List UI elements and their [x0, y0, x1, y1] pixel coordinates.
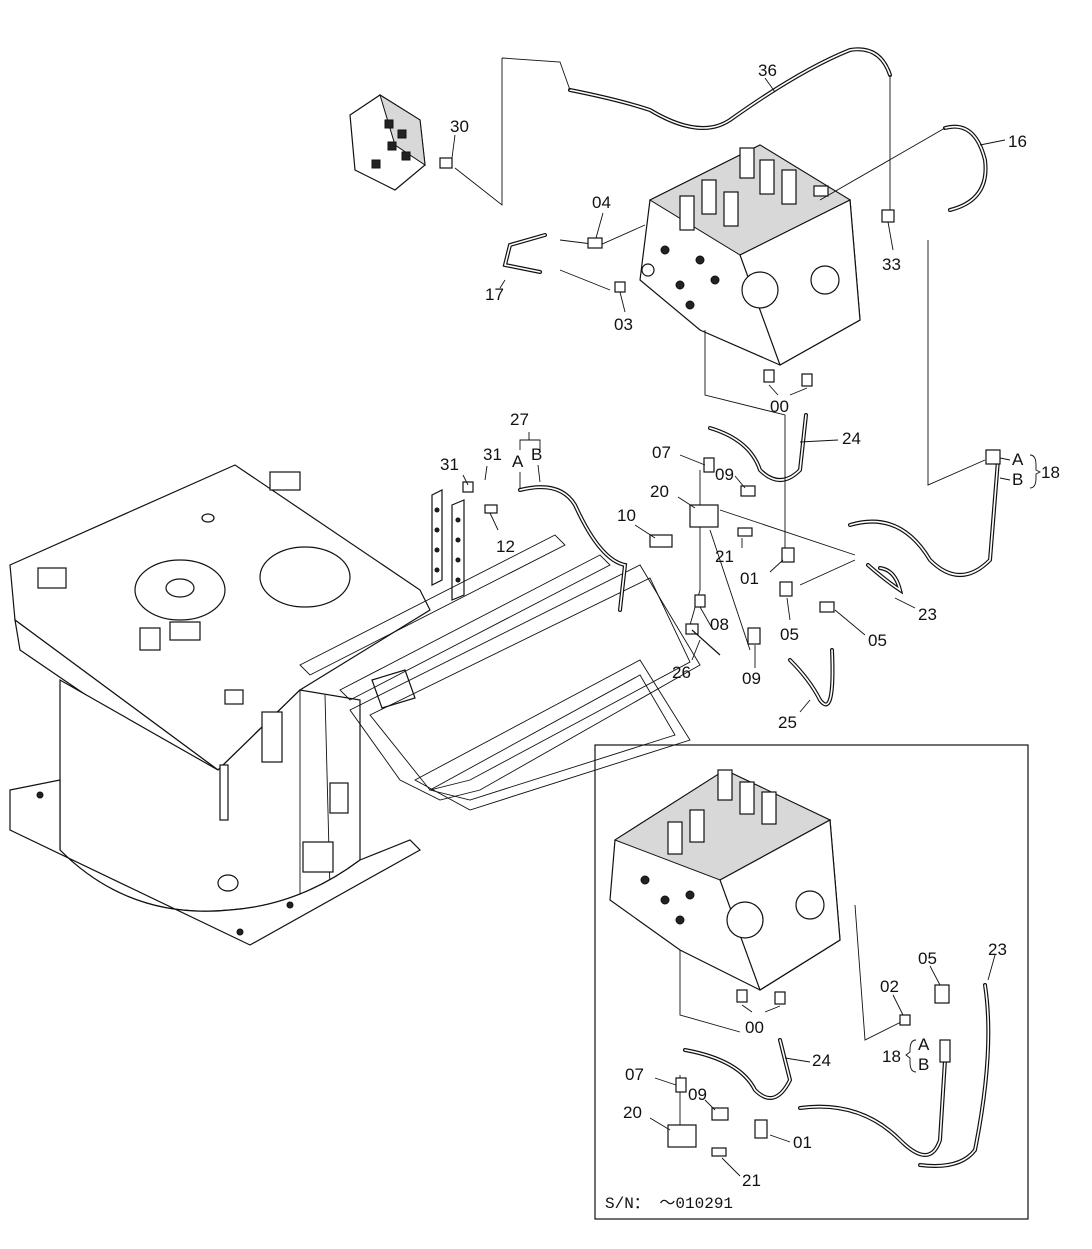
label-27: 27 [510, 410, 529, 429]
label-18: 18 [1041, 463, 1060, 482]
mounting-bracket-31 [431, 489, 465, 601]
hose-25 [788, 648, 835, 707]
hose-17 [502, 233, 547, 274]
hose-23-inset [918, 983, 991, 1168]
hose-18 [848, 458, 1000, 577]
hose-23 [866, 563, 904, 595]
serial-inset-box [594, 744, 1029, 1220]
hose-24 [708, 413, 808, 482]
inset-label-01: 01 [793, 1133, 812, 1152]
inset-label-24: 24 [812, 1051, 831, 1070]
control-valve-inset [609, 769, 841, 1005]
label-21: 21 [715, 547, 734, 566]
inset-label-23: 23 [988, 940, 1007, 959]
hose-18-inset [798, 1058, 947, 1157]
hose-24-inset [683, 1038, 793, 1100]
label-16: 16 [1008, 132, 1027, 151]
inset-label-18-A: A [918, 1035, 930, 1054]
label-26: 26 [672, 663, 691, 682]
label-18-A: A [1012, 450, 1024, 469]
label-10: 10 [617, 506, 636, 525]
label-24: 24 [842, 429, 861, 448]
label-05b: 05 [868, 631, 887, 650]
inset-label-09: 09 [688, 1085, 707, 1104]
label-04: 04 [592, 193, 611, 212]
label-01: 01 [740, 569, 759, 588]
label-27-B: B [531, 445, 542, 464]
label-00: 00 [770, 397, 789, 416]
inset-label-02: 02 [880, 977, 899, 996]
label-07: 07 [652, 443, 671, 462]
inset-label-05: 05 [918, 949, 937, 968]
fittings-main [462, 185, 1001, 656]
pilot-valve-30 [349, 93, 453, 191]
label-17: 17 [485, 285, 504, 304]
label-08: 08 [710, 615, 729, 634]
inset-label-20: 20 [623, 1103, 642, 1122]
label-09a: 09 [715, 465, 734, 484]
hydraulic-tank [9, 464, 431, 946]
label-09b: 09 [742, 669, 761, 688]
label-31a: 31 [440, 455, 459, 474]
inset-label-07: 07 [625, 1065, 644, 1084]
label-03: 03 [614, 315, 633, 334]
inset-label-21: 21 [742, 1171, 761, 1190]
label-27-A: A [512, 452, 524, 471]
inset-label-18-B: B [918, 1055, 929, 1074]
label-31b: 31 [483, 445, 502, 464]
label-33: 33 [882, 255, 901, 274]
label-05a: 05 [780, 625, 799, 644]
callouts-main: 36 30 16 04 33 17 03 00 27 A B 24 07 31 … [440, 61, 1060, 732]
control-valve-main [639, 144, 861, 387]
inset-label-18: 18 [882, 1047, 901, 1066]
label-36: 36 [758, 61, 777, 80]
label-18-B: B [1012, 470, 1023, 489]
callouts-inset: 23 05 02 00 A B 18 24 07 09 20 01 21 S/N… [605, 940, 1007, 1213]
hose-36 [568, 47, 892, 130]
label-20: 20 [650, 482, 669, 501]
label-12: 12 [496, 537, 515, 556]
label-25: 25 [778, 713, 797, 732]
hose-27 [518, 485, 628, 612]
label-23: 23 [918, 605, 937, 624]
fittings-inset [667, 984, 951, 1157]
label-30: 30 [450, 117, 469, 136]
inset-label-00: 00 [745, 1018, 764, 1037]
serial-number-note: S/N： ～010291 [605, 1195, 733, 1213]
hose-16 [943, 124, 988, 212]
front-direction-arrow [299, 534, 701, 811]
